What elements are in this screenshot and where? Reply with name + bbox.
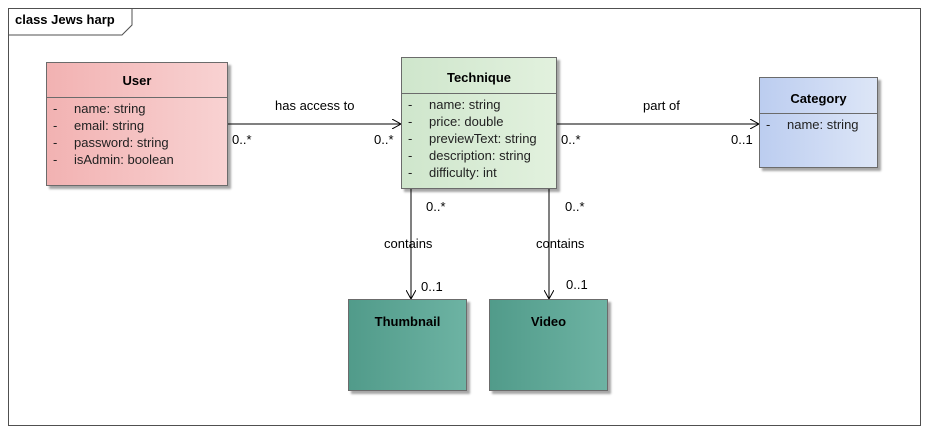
attr-text: isAdmin: boolean <box>74 152 174 167</box>
assoc-technique-video-source-mult: 0..* <box>565 199 585 214</box>
user-attr-isadmin[interactable]: - isAdmin: boolean <box>47 151 227 168</box>
assoc-user-technique-source-mult: 0..* <box>232 132 252 147</box>
class-thumbnail[interactable]: Thumbnail <box>348 299 467 391</box>
class-category-attributes: - name: string <box>760 113 877 133</box>
attr-visibility: - <box>53 135 58 150</box>
assoc-technique-thumbnail-target-mult: 0..1 <box>421 279 443 294</box>
class-technique-attributes: - name: string - price: double - previewTex… <box>402 93 556 181</box>
attr-visibility: - <box>408 148 413 163</box>
assoc-technique-video-label: contains <box>536 236 585 251</box>
class-technique[interactable]: Technique - name: string - price: double -… <box>401 57 557 189</box>
class-user-name: User <box>122 73 152 88</box>
attr-text: description: string <box>429 148 531 163</box>
technique-attr-difficulty[interactable]: - difficulty: int <box>402 164 556 181</box>
class-video[interactable]: Video <box>489 299 608 391</box>
class-user[interactable]: User - name: string - email: string - passw… <box>46 62 228 186</box>
assoc-technique-video-target-mult: 0..1 <box>566 277 588 292</box>
class-technique-name: Technique <box>446 70 512 85</box>
technique-attr-name[interactable]: - name: string <box>402 96 556 113</box>
class-video-name: Video <box>530 314 567 329</box>
attr-text: password: string <box>74 135 169 150</box>
class-user-attributes: - name: string - email: string - password: … <box>47 97 227 168</box>
attr-text: email: string <box>74 118 145 133</box>
user-attr-password[interactable]: - password: string <box>47 134 227 151</box>
attr-visibility: - <box>53 101 58 116</box>
class-category[interactable]: Category - name: string <box>759 77 878 168</box>
attr-text: name: string <box>787 117 859 132</box>
attr-visibility: - <box>408 165 413 180</box>
technique-attr-price[interactable]: - price: double <box>402 113 556 130</box>
assoc-technique-category-source-mult: 0..* <box>561 132 581 147</box>
class-thumbnail-name: Thumbnail <box>374 314 441 329</box>
attr-text: previewText: string <box>429 131 537 146</box>
assoc-user-technique-label: has access to <box>275 98 355 113</box>
user-attr-email[interactable]: - email: string <box>47 117 227 134</box>
diagram-frame <box>8 8 921 426</box>
assoc-technique-category-label: part of <box>643 98 680 113</box>
attr-visibility: - <box>53 152 58 167</box>
class-category-name: Category <box>790 91 847 106</box>
attr-text: name: string <box>74 101 146 116</box>
attr-text: name: string <box>429 97 501 112</box>
attr-visibility: - <box>766 117 771 132</box>
diagram-title: class Jews harp <box>15 12 115 27</box>
category-attr-name[interactable]: - name: string <box>760 116 877 133</box>
assoc-technique-thumbnail-source-mult: 0..* <box>426 199 446 214</box>
technique-attr-description[interactable]: - description: string <box>402 147 556 164</box>
attr-text: price: double <box>429 114 504 129</box>
attr-visibility: - <box>53 118 58 133</box>
attr-visibility: - <box>408 131 413 146</box>
technique-attr-previewtext[interactable]: - previewText: string <box>402 130 556 147</box>
frame-tab <box>8 8 133 36</box>
attr-visibility: - <box>408 114 413 129</box>
assoc-user-technique-target-mult: 0..* <box>374 132 394 147</box>
attr-visibility: - <box>408 97 413 112</box>
user-attr-name[interactable]: - name: string <box>47 100 227 117</box>
attr-text: difficulty: int <box>429 165 497 180</box>
assoc-technique-thumbnail-label: contains <box>384 236 433 251</box>
assoc-technique-category-target-mult: 0..1 <box>731 132 753 147</box>
